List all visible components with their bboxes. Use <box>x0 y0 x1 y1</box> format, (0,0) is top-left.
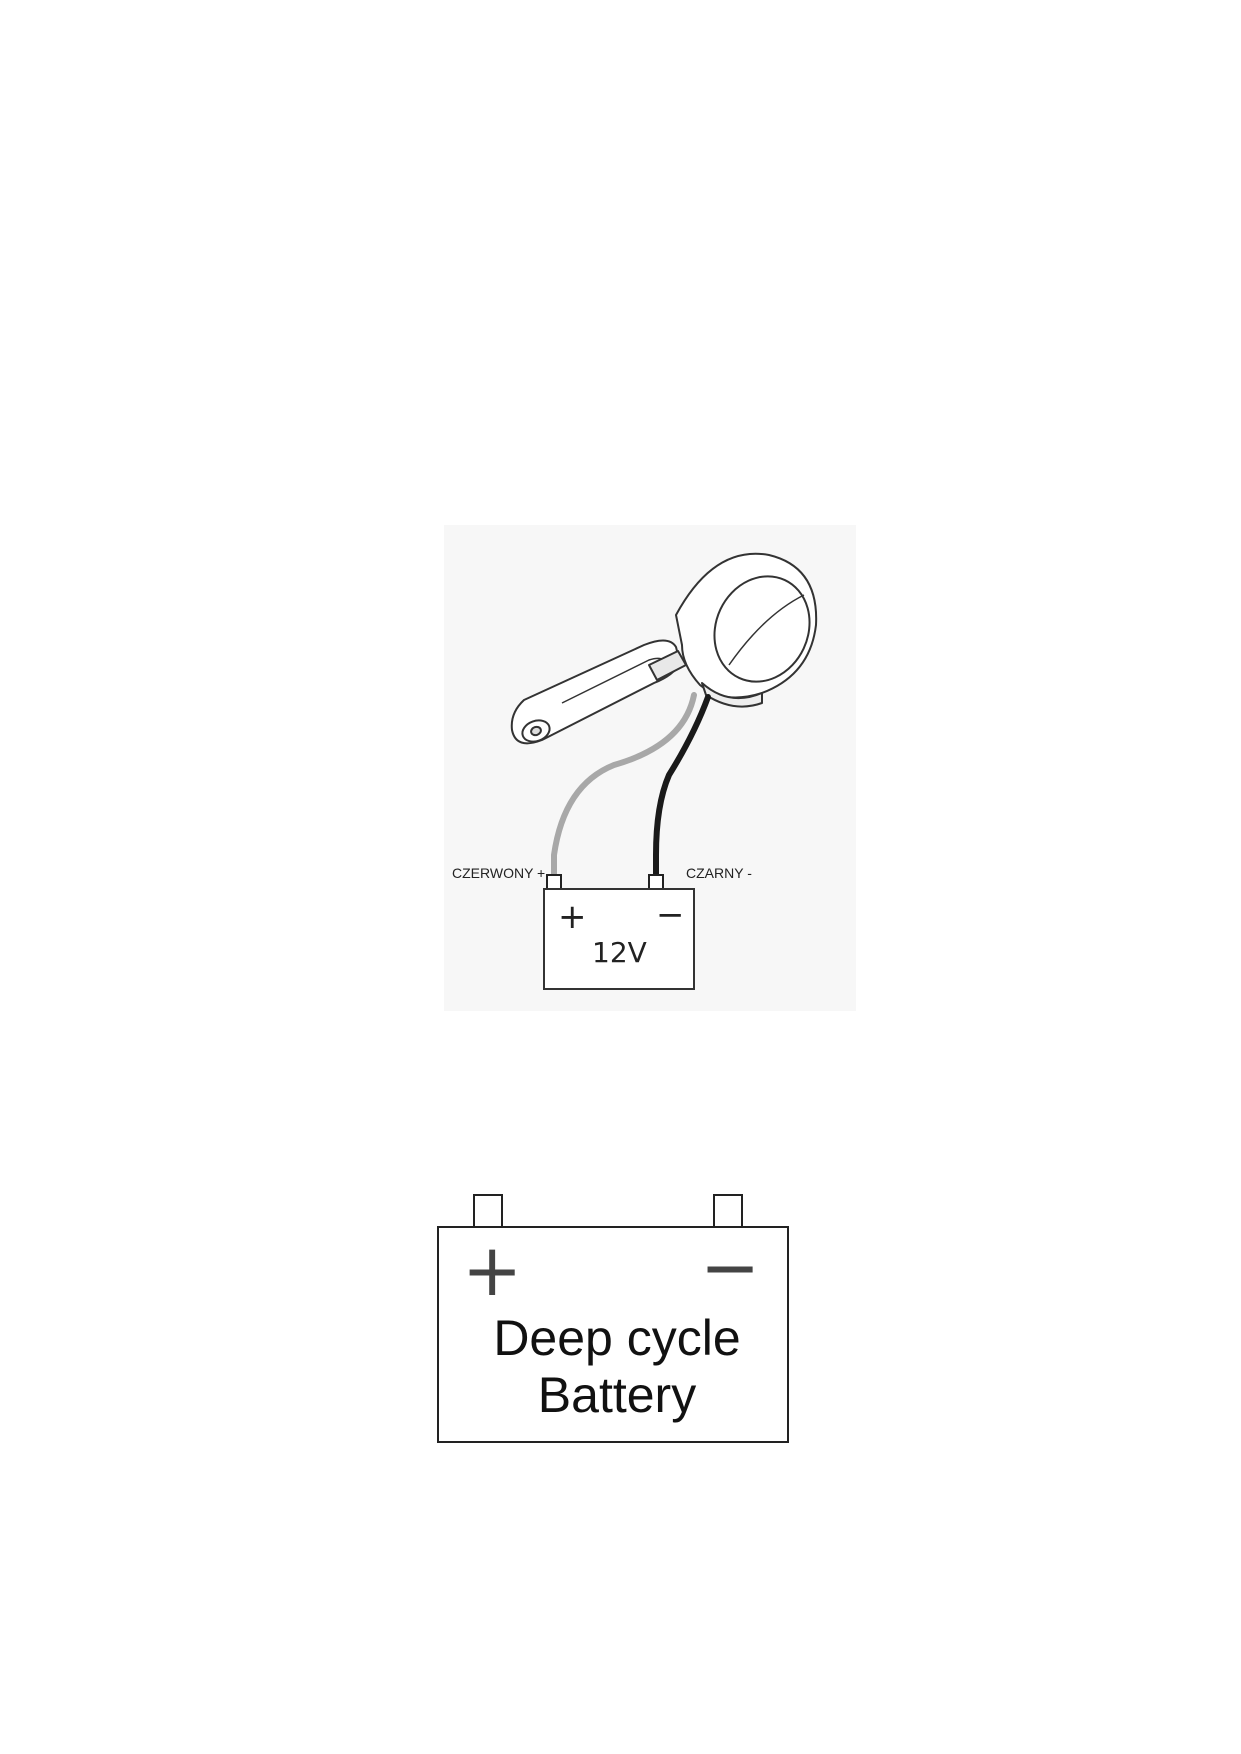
battery-label-line1: Deep cycle <box>493 1310 740 1366</box>
wiring-diagram: + − 12V CZERWONY + CZARNY - <box>444 525 856 1011</box>
negative-terminal <box>648 874 664 890</box>
negative-wire-label: CZARNY - <box>686 865 752 881</box>
battery-body <box>437 1226 789 1443</box>
battery-terminal-right <box>713 1194 743 1230</box>
positive-terminal <box>546 874 562 890</box>
battery-terminal-left <box>473 1194 503 1230</box>
negative-wire <box>653 694 711 883</box>
battery-minus-symbol: − <box>656 895 685 935</box>
battery-minus-sign: − <box>700 1225 760 1309</box>
battery-label-line2: Battery <box>538 1367 696 1423</box>
battery-box <box>543 888 695 990</box>
battery-plus-symbol: + <box>558 897 587 937</box>
deep-cycle-battery-diagram: + − Deep cycle Battery <box>437 1194 789 1443</box>
battery-voltage-label: 12V <box>592 936 647 969</box>
tiller-handle-icon <box>510 552 818 745</box>
positive-wire <box>551 692 697 883</box>
battery-plus-sign: + <box>462 1228 522 1312</box>
positive-wire-label: CZERWONY + <box>452 865 545 881</box>
